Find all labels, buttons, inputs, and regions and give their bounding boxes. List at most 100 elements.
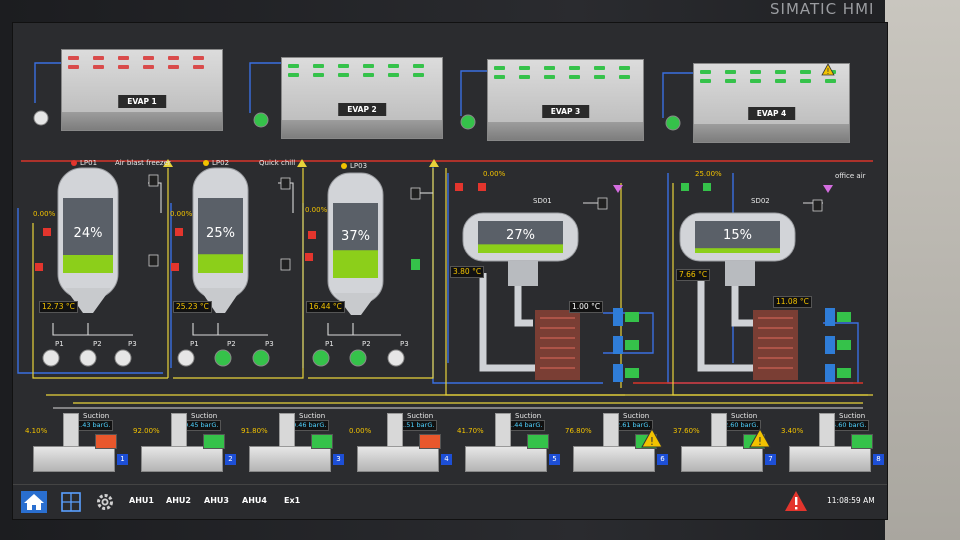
fan-indicator <box>93 65 104 69</box>
fan-indicator <box>594 75 605 79</box>
fan-indicator <box>594 66 605 70</box>
sd-temp: 7.66 °C <box>676 269 711 281</box>
fan-indicator <box>338 73 349 77</box>
compressor-stack <box>279 413 295 447</box>
compressor-number: 4 <box>441 454 452 465</box>
sd-name: SD01 <box>533 197 552 205</box>
motor-status <box>203 434 225 449</box>
evaporator-3[interactable]: EVAP 3 <box>487 59 644 141</box>
fan-indicator <box>825 79 836 83</box>
compressor-number: 8 <box>873 454 884 465</box>
nav-ahu4[interactable]: AHU4 <box>242 496 267 505</box>
pump-label: P1 <box>325 340 334 348</box>
motor-status <box>419 434 441 449</box>
compressor-stack <box>711 413 727 447</box>
plant-overview-icon[interactable] <box>61 492 81 512</box>
fan-indicator <box>168 56 179 60</box>
evaporator-1[interactable]: EVAP 1 <box>61 49 223 131</box>
fan-indicator <box>494 75 505 79</box>
suction-pressure: 4.60 barG. <box>829 420 870 431</box>
lp-level: 24% <box>73 226 103 241</box>
fan-indicator <box>775 79 786 83</box>
suction-pressure: 1.51 barG. <box>397 420 438 431</box>
pump-label: P1 <box>55 340 64 348</box>
compressor-capacity: 92.00% <box>133 427 160 435</box>
fan-indicator <box>619 66 630 70</box>
gear-icon[interactable] <box>95 492 115 512</box>
fan-indicator <box>569 66 580 70</box>
status-dot-icon <box>71 160 77 168</box>
compressor-number: 5 <box>549 454 560 465</box>
valve-opening: 0.00% <box>170 210 193 218</box>
compressor-number: 6 <box>657 454 668 465</box>
pump-label: P2 <box>93 340 102 348</box>
fan-indicator <box>338 64 349 68</box>
nav-ahu2[interactable]: AHU2 <box>166 496 191 505</box>
compressor-body <box>681 446 763 472</box>
fan-indicator <box>569 75 580 79</box>
compressor-number: 7 <box>765 454 776 465</box>
fan-indicator <box>363 73 374 77</box>
lp-temp: 12.73 °C <box>39 301 78 313</box>
fan-indicator <box>725 79 736 83</box>
nav-ahu1[interactable]: AHU1 <box>129 496 154 505</box>
compressor-body <box>141 446 223 472</box>
compressor-capacity: 0.00% <box>349 427 372 435</box>
level-bar <box>63 255 113 273</box>
fan-indicator <box>143 56 154 60</box>
warning-icon[interactable]: ! <box>821 63 835 76</box>
status-dot-icon <box>341 163 347 169</box>
process-piping <box>17 62 873 409</box>
fan-indicator <box>313 73 324 77</box>
fan-indicator <box>725 70 736 74</box>
lp-vessels-shapes <box>57 167 384 315</box>
sd-level: 15% <box>723 228 752 243</box>
fan-indicator <box>413 64 424 68</box>
lp-area: Quick chill <box>259 159 296 167</box>
alarm-warning-icon[interactable] <box>784 490 808 512</box>
compressor-stack <box>387 413 403 447</box>
bottom-navigation-bar: AHU1 AHU2 AHU3 AHU4 Ex1 11:08:59 AM <box>13 484 887 519</box>
fan-indicator <box>193 65 204 69</box>
evaporator-2[interactable]: EVAP 2 <box>281 57 443 139</box>
valve-opening: 25.00% <box>695 170 722 178</box>
fan-indicator <box>143 65 154 69</box>
nav-ahu3[interactable]: AHU3 <box>204 496 229 505</box>
compressor-capacity: 41.70% <box>457 427 484 435</box>
fan-indicator <box>700 70 711 74</box>
fan-indicator <box>800 70 811 74</box>
pump-label: P1 <box>190 340 199 348</box>
suction-label: Suction <box>623 412 650 420</box>
compressor-body <box>465 446 547 472</box>
evap-fans <box>700 70 843 83</box>
fan-indicator <box>118 56 129 60</box>
suction-pressure: 0.46 barG. <box>289 420 330 431</box>
suction-label: Suction <box>83 412 110 420</box>
fan-indicator <box>413 73 424 77</box>
suction-pressure: 1.44 barG. <box>505 420 546 431</box>
lp-area: Air blast freezer <box>115 159 171 167</box>
sd-temp: 3.80 °C <box>450 266 485 278</box>
suction-pressure: 0.45 barG. <box>181 420 222 431</box>
suction-label: Suction <box>731 412 758 420</box>
motor-status <box>851 434 873 449</box>
background-wall <box>885 0 960 540</box>
sd-area: office air <box>835 172 866 180</box>
warning-icon[interactable]: ! <box>749 428 771 448</box>
nav-ex1[interactable]: Ex1 <box>284 496 301 505</box>
home-icon[interactable] <box>21 491 47 513</box>
lp-level: 37% <box>341 229 370 244</box>
level-bar <box>695 248 780 253</box>
warning-icon[interactable]: ! <box>641 428 663 448</box>
evaporator-4[interactable]: EVAP 4 <box>693 63 850 143</box>
lp-name: LP01 <box>80 159 98 167</box>
compressor-capacity: 37.60% <box>673 427 700 435</box>
